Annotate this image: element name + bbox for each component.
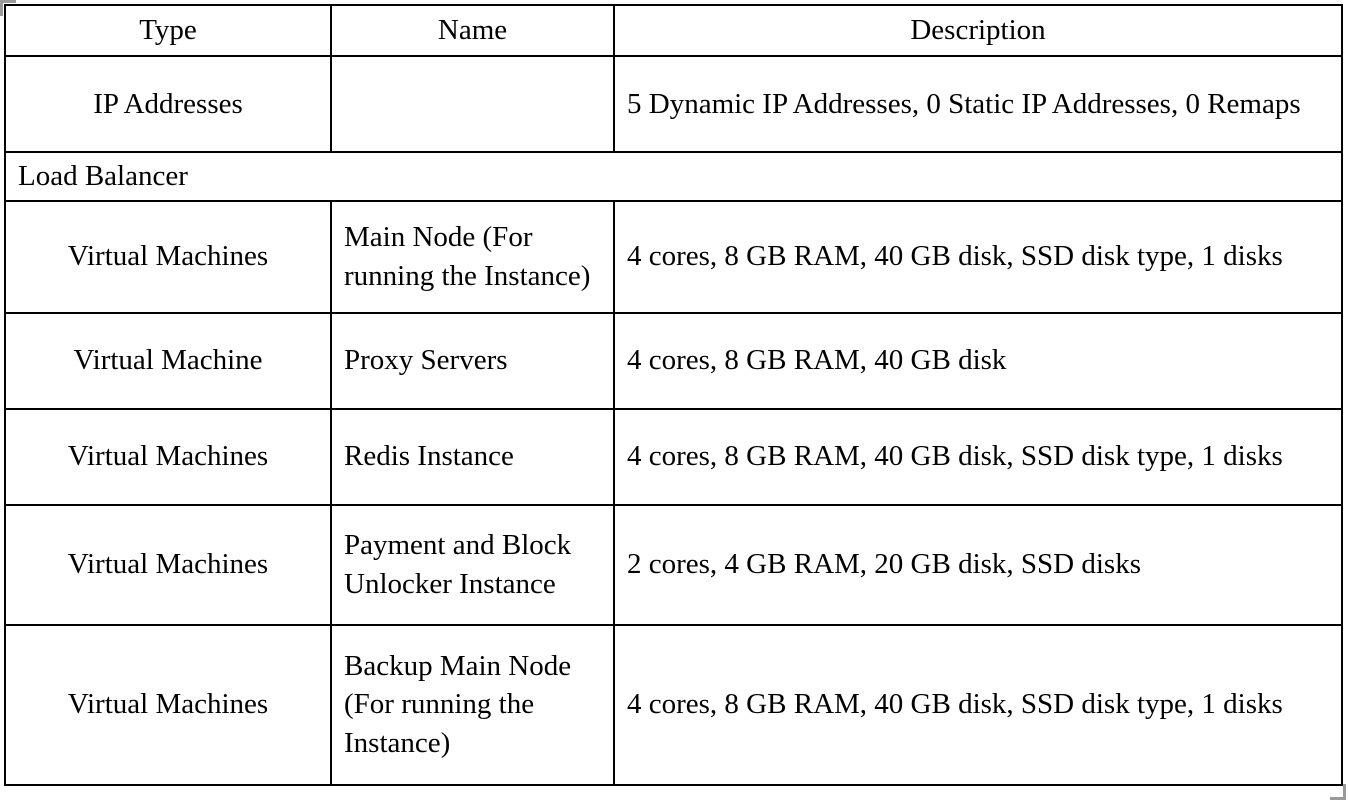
cell-type: Virtual Machines: [4, 199, 332, 314]
table-header-row: Type Name Description: [4, 4, 1343, 57]
cell-name: Main Node (For running the Instance): [330, 199, 615, 314]
column-header-type: Type: [4, 4, 332, 57]
cell-type: Virtual Machines: [4, 407, 332, 506]
table-row: Virtual Machines Main Node (For running …: [4, 199, 1343, 314]
cell-name: Payment and Block Unlocker Instance: [330, 503, 615, 626]
table-row: Virtual Machines Backup Main Node (For r…: [4, 623, 1343, 786]
cell-description: 2 cores, 4 GB RAM, 20 GB disk, SSD disks: [613, 503, 1343, 626]
page-crop-mark-bottom-right: [1330, 784, 1346, 800]
cell-description: 4 cores, 8 GB RAM, 40 GB disk, SSD disk …: [613, 199, 1343, 314]
cell-description: 5 Dynamic IP Addresses, 0 Static IP Addr…: [613, 55, 1343, 153]
cell-description: 4 cores, 8 GB RAM, 40 GB disk, SSD disk …: [613, 623, 1343, 786]
table-row: Virtual Machine Proxy Servers 4 cores, 8…: [4, 311, 1343, 410]
cell-type-load-balancer: Load Balancer: [4, 151, 1343, 202]
table-row: Load Balancer: [4, 151, 1343, 202]
column-header-name: Name: [330, 4, 615, 57]
cell-type: Virtual Machines: [4, 623, 332, 786]
cell-description: 4 cores, 8 GB RAM, 40 GB disk: [613, 311, 1343, 410]
column-header-description: Description: [613, 4, 1343, 57]
table-body: IP Addresses 5 Dynamic IP Addresses, 0 S…: [4, 55, 1343, 786]
page-crop-mark-top-left: [0, 0, 16, 16]
resource-table-container: Type Name Description IP Addresses 5 Dyn…: [4, 4, 1343, 786]
table-row: Virtual Machines Redis Instance 4 cores,…: [4, 407, 1343, 506]
cell-description: 4 cores, 8 GB RAM, 40 GB disk, SSD disk …: [613, 407, 1343, 506]
table-row: Virtual Machines Payment and Block Unloc…: [4, 503, 1343, 626]
infrastructure-resource-table: Type Name Description IP Addresses 5 Dyn…: [4, 4, 1343, 786]
table-row: IP Addresses 5 Dynamic IP Addresses, 0 S…: [4, 55, 1343, 153]
cell-name: [330, 55, 615, 153]
table-header: Type Name Description: [4, 4, 1343, 57]
cell-name: Backup Main Node (For running the Instan…: [330, 623, 615, 786]
cell-name: Proxy Servers: [330, 311, 615, 410]
cell-type: Virtual Machine: [4, 311, 332, 410]
cell-type: Virtual Machines: [4, 503, 332, 626]
cell-type: IP Addresses: [4, 55, 332, 153]
cell-name: Redis Instance: [330, 407, 615, 506]
